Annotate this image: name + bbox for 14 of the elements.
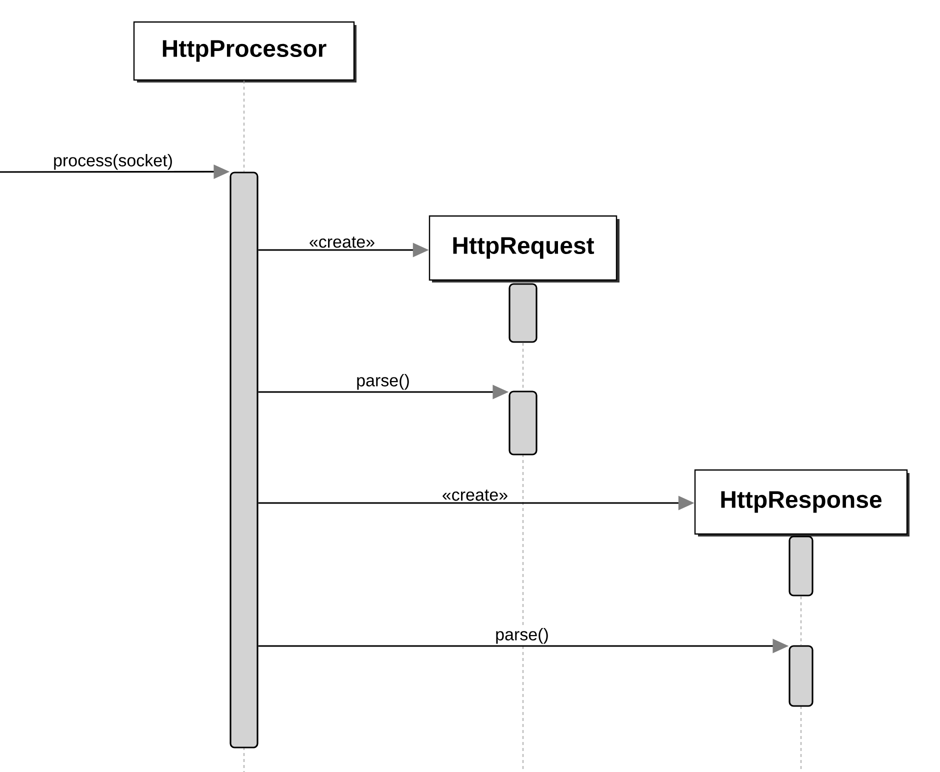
lifeline-header-box: HttpRequest [428,215,620,282]
edge-label: process(socket) [52,152,174,171]
activation-bar [508,283,538,343]
edge-label: parse() [494,626,550,645]
activation-bar [230,172,258,748]
lifeline-header-box: HttpResponse [694,469,910,536]
lifeline-header-box: HttpProcessor [133,21,356,82]
edge-label: «create» [440,488,510,502]
edge-label: «create» [308,236,376,249]
lifeline [800,596,802,646]
activation-bar [788,645,814,707]
activation-bar [788,536,814,596]
activation-bar [508,390,538,456]
edge-label: parse() [355,372,411,391]
